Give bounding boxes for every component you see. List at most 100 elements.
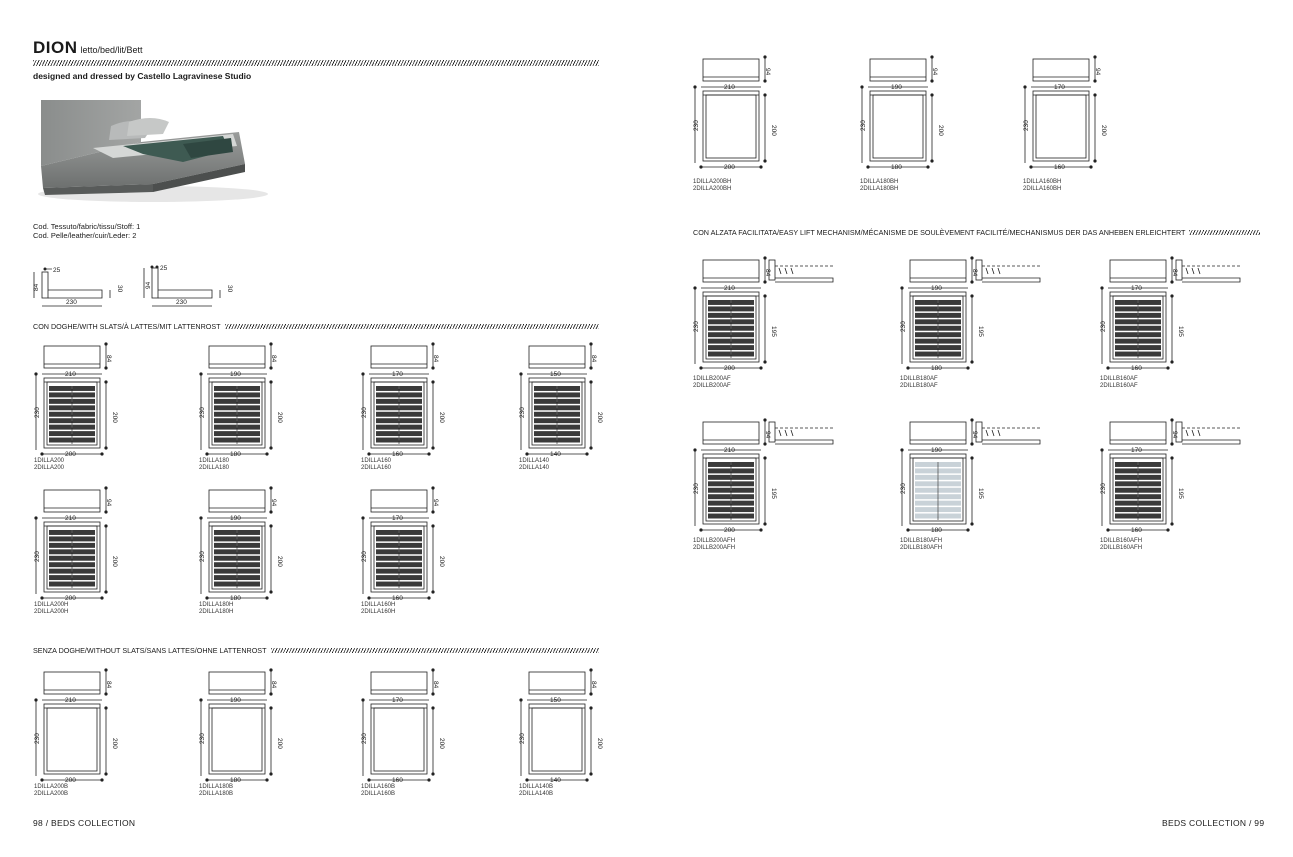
dimension-endpoint	[361, 372, 365, 376]
headboard-height-dim: 84	[764, 269, 771, 277]
lift-mechanism-view	[975, 259, 1041, 283]
inner-width-dim: 200	[65, 595, 76, 602]
dimension-endpoint	[525, 778, 529, 782]
inner-length-dim: 195	[977, 326, 984, 337]
overall-width-dim: 170	[1131, 447, 1142, 454]
dimension-endpoint	[763, 256, 767, 260]
dimension-endpoint	[1093, 159, 1097, 163]
slats	[214, 386, 260, 444]
overall-width-dim: 170	[1054, 84, 1065, 91]
dimension-endpoint	[900, 448, 904, 452]
dimension-endpoint	[970, 522, 974, 526]
fabric-model-code: 1DILLA180H	[199, 602, 234, 608]
fabric-model-code: 1DILLA200B	[34, 784, 69, 790]
headboard-height-dim: 84	[105, 355, 112, 363]
bed-plan	[208, 521, 266, 593]
footer-left: 98 / BEDS COLLECTION	[33, 818, 136, 828]
dimension-endpoint	[269, 342, 273, 346]
overall-width-dim: 190	[931, 285, 942, 292]
overall-width-dim: 190	[230, 371, 241, 378]
dimension-endpoint	[269, 366, 273, 370]
leather-model-code: 2DILLB200AFH	[693, 544, 736, 551]
dimension-endpoint	[431, 692, 435, 696]
dimension-endpoint	[763, 522, 767, 526]
slats	[1115, 300, 1161, 358]
dimension-endpoint	[926, 165, 930, 169]
bed-plan	[702, 90, 760, 162]
fabric-model-code: 1DILLA180B	[199, 784, 234, 790]
dimension-endpoint	[269, 692, 273, 696]
side-view-high: 25 94 230 30	[143, 265, 233, 307]
dimension-endpoint	[265, 596, 269, 600]
overall-length-dim: 230	[519, 407, 526, 418]
lift-mechanism-view	[768, 259, 834, 283]
side-view-top-dim: 25	[53, 267, 61, 274]
lift-mechanism-view	[1175, 421, 1241, 445]
lift-mechanism-view	[1175, 259, 1241, 283]
inner-width-dim: 160	[392, 777, 403, 784]
inner-length-dim: 195	[770, 326, 777, 337]
overall-width-dim: 150	[550, 371, 561, 378]
bed-plan	[208, 377, 266, 449]
inner-width-dim: 160	[1131, 365, 1142, 372]
leather-model-code: 2DILLA140	[519, 464, 550, 471]
headboard-height-dim: 84	[270, 355, 277, 363]
fabric-model-code: 1DILLB160AF	[1100, 376, 1138, 382]
bed-plan	[208, 703, 266, 775]
overall-length-dim: 230	[34, 551, 41, 562]
dimension-endpoint	[1166, 528, 1170, 532]
dimension-endpoint	[759, 165, 763, 169]
dimension-endpoint	[589, 380, 593, 384]
inner-width-dim: 200	[65, 451, 76, 458]
headboard-front	[370, 671, 428, 695]
headboard-front	[370, 489, 428, 513]
headboard-height-dim: 94	[931, 68, 938, 76]
headboard-height-dim: 84	[971, 269, 978, 277]
side-view-right-dim: 30	[116, 285, 123, 293]
dimension-endpoint	[104, 342, 108, 346]
lift-mechanism-view	[768, 421, 834, 445]
dimension-endpoint	[1170, 522, 1174, 526]
overall-length-dim: 230	[361, 733, 368, 744]
dimension-endpoint	[104, 510, 108, 514]
dimension-endpoint	[431, 590, 435, 594]
overall-length-dim: 230	[693, 321, 700, 332]
section-hatch	[224, 324, 599, 329]
overall-width-dim: 190	[891, 84, 902, 91]
dimension-endpoint	[519, 372, 523, 376]
designer-credit: designed and dressed by Castello Lagravi…	[33, 71, 252, 81]
inner-width-dim: 140	[550, 451, 561, 458]
side-view-standard: 25 84 230 30	[33, 267, 123, 307]
fabric-model-code: 1DILLA180	[199, 458, 230, 464]
bed-plan	[869, 90, 927, 162]
dimension-endpoint	[699, 528, 703, 532]
overall-length-dim: 230	[519, 733, 526, 744]
overall-length-dim: 230	[1023, 120, 1030, 131]
dimension-endpoint	[104, 772, 108, 776]
mattress-frame	[46, 707, 98, 772]
overall-length-dim: 230	[361, 551, 368, 562]
slats	[49, 530, 95, 588]
dimension-endpoint	[34, 698, 38, 702]
dimension-endpoint	[269, 706, 273, 710]
footer-right: BEDS COLLECTION / 99	[1162, 818, 1265, 828]
inner-width-dim: 180	[931, 365, 942, 372]
fabric-model-code: 1DILLB200AFH	[693, 538, 736, 544]
dimension-endpoint	[104, 668, 108, 672]
dimension-endpoint	[431, 524, 435, 528]
fabric-model-code: 1DILLA160H	[361, 602, 396, 608]
headboard-height-dim: 94	[105, 499, 112, 507]
side-view-height-dim: 84	[33, 283, 40, 291]
dimension-endpoint	[431, 366, 435, 370]
